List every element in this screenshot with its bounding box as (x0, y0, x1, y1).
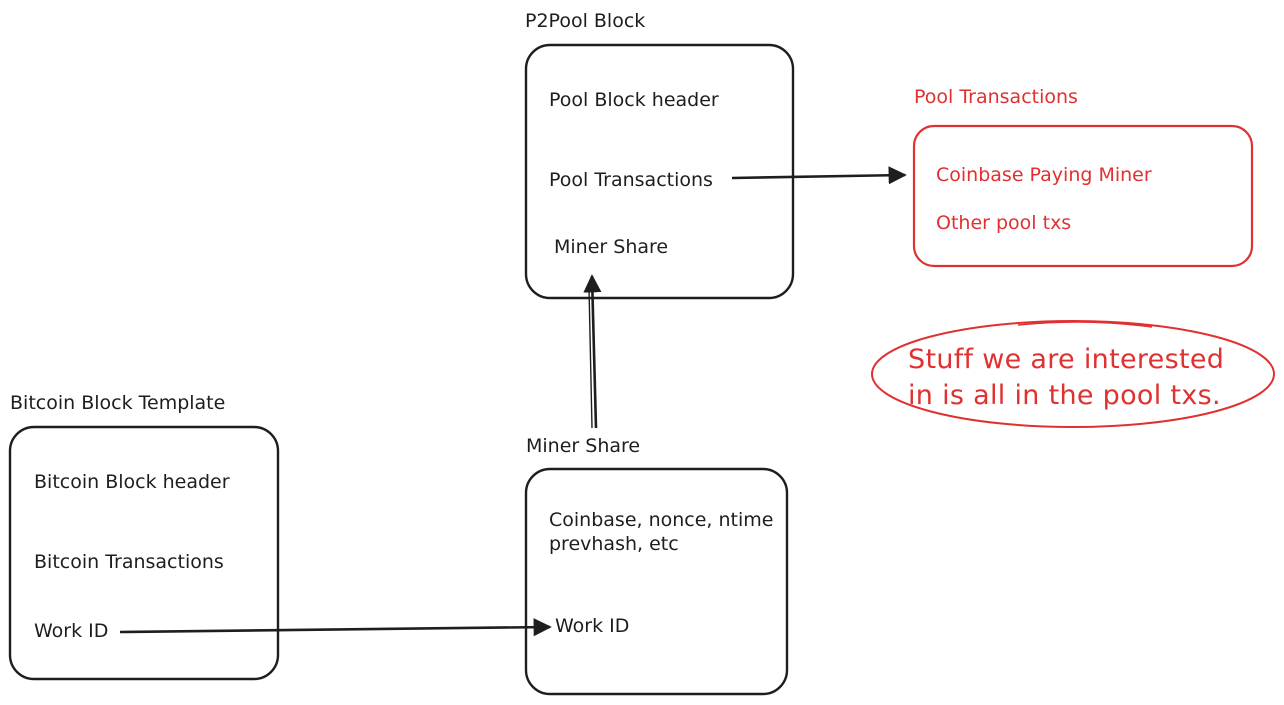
arrow-miner-share-up-stroke (588, 287, 593, 429)
bitcoin-transactions-label: Bitcoin Transactions (34, 551, 224, 573)
work-id-target-label: Work ID (555, 615, 630, 637)
miner-share-box[interactable] (524, 467, 789, 696)
miner-share-line-2: prevhash, etc (549, 533, 679, 555)
pool-block-header-label: Pool Block header (549, 89, 719, 111)
note-line-2: in is all in the pool txs. (908, 380, 1221, 411)
note-ellipse-stroke (1017, 321, 1153, 328)
p2pool-block-title: P2Pool Block (525, 10, 646, 32)
miner-share-line-1: Coinbase, nonce, ntime (549, 509, 774, 531)
arrow-miner-share-up (583, 274, 602, 429)
miner-share-title: Miner Share (526, 435, 641, 457)
bitcoin-block-header-label: Bitcoin Block header (34, 471, 230, 493)
pool-transactions-row-label: Pool Transactions (549, 169, 713, 191)
note-ellipse (871, 320, 1275, 428)
bitcoin-template-box[interactable] (8, 425, 280, 681)
pool-transactions-title: Pool Transactions (914, 86, 1078, 108)
coinbase-paying-miner-label: Coinbase Paying Miner (936, 164, 1152, 186)
miner-share-row-label: Miner Share (554, 236, 669, 258)
work-id-source-label: Work ID (34, 620, 109, 642)
p2pool-block-box[interactable] (524, 43, 795, 300)
bitcoin-template-title: Bitcoin Block Template (10, 392, 226, 414)
pool-transactions-box[interactable] (912, 124, 1254, 268)
arrow-work-id (119, 618, 552, 637)
note-line-1: Stuff we are interested (908, 344, 1225, 375)
other-pool-txs-label: Other pool txs (936, 212, 1072, 234)
arrow-pool-transactions (731, 166, 907, 185)
